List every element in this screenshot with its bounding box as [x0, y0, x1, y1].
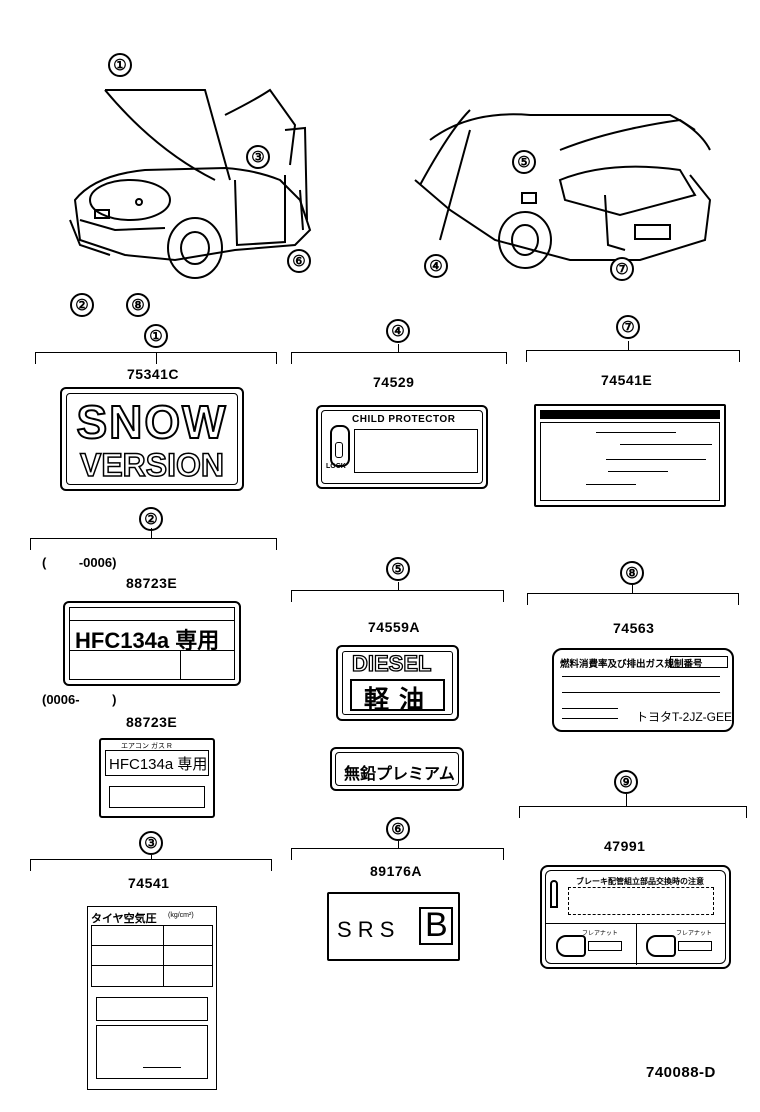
brake-text: ブレーキ配管組立部品交換時の注意: [576, 877, 704, 886]
callout-2-top: ②: [70, 293, 94, 317]
wrench-icon: [550, 880, 558, 908]
bracket-9: [519, 806, 747, 818]
bracket-2: [30, 538, 277, 550]
car-rear-illustration: [414, 109, 712, 269]
child-protector-text: CHILD PROTECTOR: [352, 414, 456, 425]
part-number-1: 75341C: [127, 366, 180, 382]
callout-8-top: ⑧: [126, 293, 150, 317]
callout-5: ⑤: [386, 557, 410, 581]
fuel-consumption-label: 燃料消費率及び排出ガス規制番号 トヨタT-2JZ-GEE: [552, 648, 734, 732]
callout-6: ⑥: [386, 817, 410, 841]
diagram-code: 740088-D: [646, 1064, 716, 1081]
part-number-2a: 88723E: [126, 575, 178, 591]
callout-7: ⑦: [616, 315, 640, 339]
part-number-6: 89176A: [370, 863, 423, 879]
srs-b-text: B: [425, 906, 448, 944]
brake-caution-label: ブレーキ配管組立部品交換時の注意 フレアナット フレアナット: [540, 865, 731, 969]
bracket-6: [291, 848, 504, 860]
car-front-illustration: [69, 88, 312, 279]
snow-text: SNOW: [75, 395, 228, 449]
flare-nut-icon-1: [556, 935, 586, 957]
srs-text: S R S: [337, 917, 395, 942]
diesel-text: DIESEL: [351, 650, 432, 676]
callout-5-top: ⑤: [512, 150, 536, 174]
hfc134a-label-a: HFC134a 専用: [63, 601, 241, 686]
fuel-label-text: 燃料消費率及び排出ガス規制番号: [560, 659, 703, 670]
bracket-4: [291, 352, 507, 364]
part-number-9: 47991: [604, 838, 646, 854]
callout-4-top: ④: [424, 254, 448, 278]
range-2b: (0006- ): [42, 692, 117, 707]
part-number-3: 74541: [128, 875, 170, 891]
premium-unleaded-label: 無鉛プレミアム: [330, 747, 464, 791]
tire-text: タイヤ空気圧: [91, 913, 157, 925]
callout-3: ③: [139, 831, 163, 855]
callout-4: ④: [386, 319, 410, 343]
callout-9: ⑨: [614, 770, 638, 794]
flare-nut-icon-2: [646, 935, 676, 957]
hfc-text-a: HFC134a 専用: [75, 628, 220, 653]
tire-pressure-label: タイヤ空気圧 (kg/cm²): [87, 906, 217, 1090]
version-text: VERSION: [79, 446, 225, 484]
callout-7-top: ⑦: [610, 257, 634, 281]
range-2a: ( -0006): [42, 555, 117, 570]
callout-6-top: ⑥: [287, 249, 311, 273]
part-number-2b: 88723E: [126, 714, 178, 730]
bracket-7: [526, 350, 740, 362]
callout-1: ①: [144, 324, 168, 348]
bracket-8: [527, 593, 739, 605]
emission-info-label-7: [534, 404, 726, 507]
srs-label: S R S B: [327, 892, 460, 961]
bracket-3: [30, 859, 272, 871]
part-number-8: 74563: [613, 620, 655, 636]
keiyu-text: 軽油: [364, 686, 435, 714]
callout-1-top: ①: [108, 53, 132, 77]
part-number-4: 74529: [373, 374, 415, 390]
part-number-7: 74541E: [601, 372, 653, 388]
engine-text: トヨタT-2JZ-GEE: [636, 710, 733, 724]
snow-version-label: SNOW VERSION: [60, 387, 244, 491]
callout-2: ②: [139, 507, 163, 531]
bracket-5: [291, 590, 504, 602]
callout-3-top: ③: [246, 145, 270, 169]
callout-8: ⑧: [620, 561, 644, 585]
hfc134a-label-b: エアコン ガス R HFC134a 専用: [99, 738, 215, 818]
diesel-label: DIESEL 軽油: [336, 645, 459, 721]
premium-text: 無鉛プレミアム: [344, 766, 455, 783]
part-number-5: 74559A: [368, 619, 421, 635]
hfc-text-b: HFC134a 専用: [109, 756, 208, 773]
child-protector-label: CHILD PROTECTOR LOCK: [316, 405, 488, 489]
